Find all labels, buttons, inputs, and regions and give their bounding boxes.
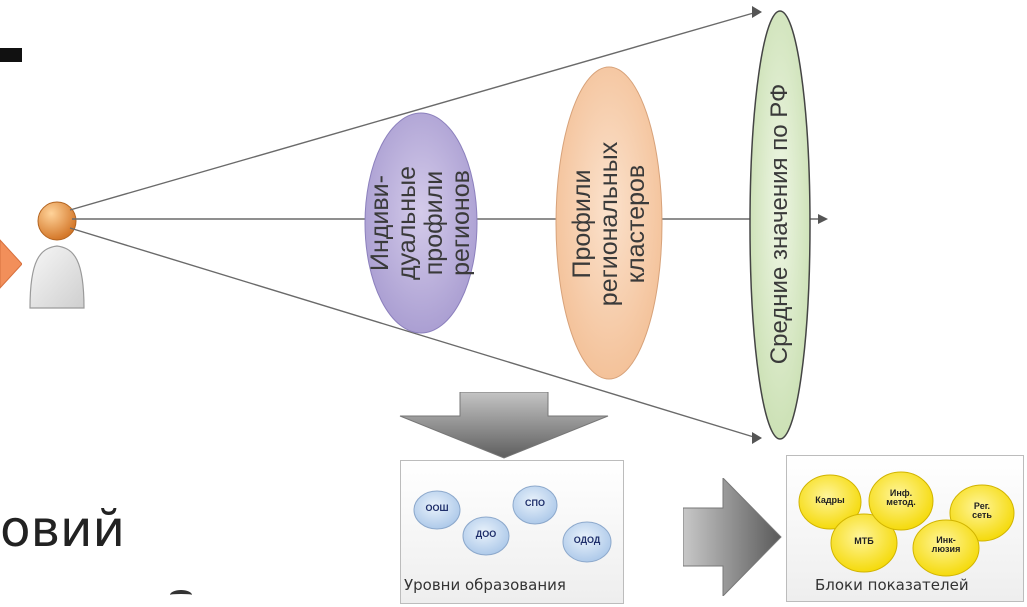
block-item: Кадры (815, 495, 845, 505)
person-icon (29, 201, 85, 309)
heading-dash (0, 48, 22, 62)
right-arrow-icon (683, 478, 782, 596)
block-item: Инф. метод. (886, 488, 916, 508)
levels-bubbles (413, 485, 612, 563)
label-averages: Средние значения по РФ (766, 83, 794, 365)
slide-text-fragment: овий (0, 500, 126, 558)
block-item: Рег. сеть (972, 501, 992, 521)
level-item: ДОО (475, 529, 497, 539)
label-clusters: Профили региональных кластеров (567, 141, 650, 307)
ellipse-clusters (555, 66, 663, 380)
levels-caption: Уровни образования (404, 576, 566, 594)
ellipse-averages (749, 10, 811, 440)
level-item: ООШ (425, 503, 449, 513)
level-item: ОДОД (573, 535, 601, 545)
label-individual: Индиви- дуальные профили регионов (366, 166, 475, 281)
ellipse-individual (364, 112, 478, 334)
block-item: МТБ (854, 536, 874, 546)
block-item: Инк- люзия (931, 535, 961, 555)
down-arrow-icon (399, 392, 609, 459)
blocks-caption: Блоки показателей (815, 576, 969, 594)
level-item: СПО (525, 498, 545, 508)
slide-text-fragment-marks (170, 590, 192, 600)
blocks-bubbles (798, 471, 1015, 577)
pointer-arrow-icon (0, 239, 22, 289)
